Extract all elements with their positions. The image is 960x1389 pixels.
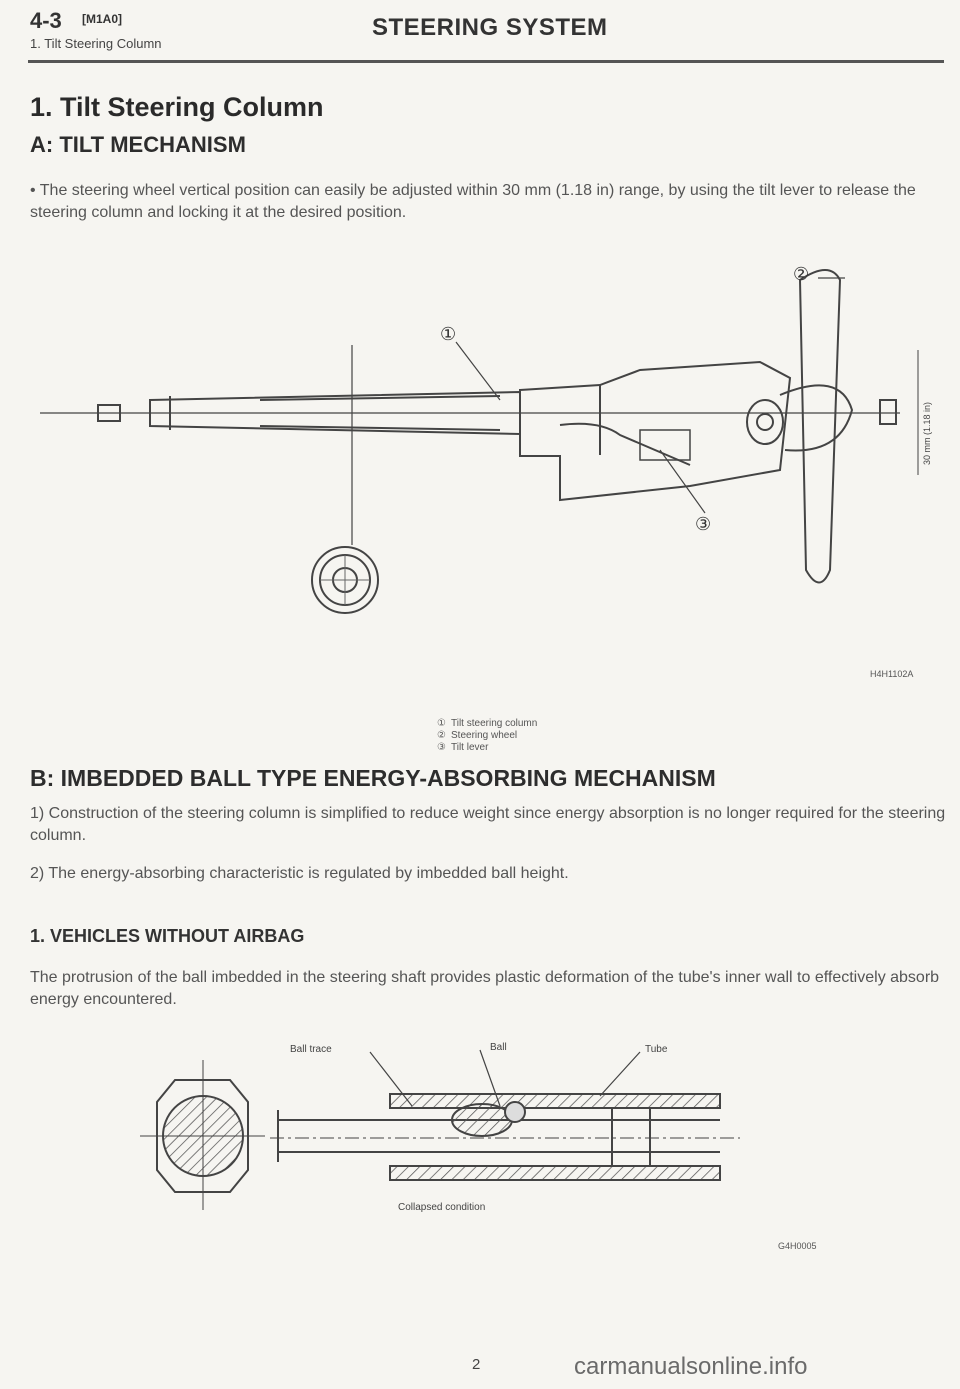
figure-b-code: G4H0005 (778, 1241, 817, 1251)
callout-3: ③ (695, 514, 711, 534)
section-b-item-1: 1) Construction of the steering column i… (30, 805, 946, 844)
watermark: carmanualsonline.info (574, 1353, 808, 1380)
section-a-text: The steering wheel vertical position can… (30, 182, 916, 221)
section-a-heading: A: TILT MECHANISM (30, 132, 246, 157)
callout-2: ② (793, 264, 809, 284)
legend-text: Steering wheel (451, 730, 518, 741)
header-rule (28, 60, 944, 63)
legend-item: ③ Tilt lever (437, 742, 537, 754)
ball-mechanism-figure: Ball trace Ball Tube Collapsed condition (140, 1042, 740, 1213)
tube-label: Tube (645, 1044, 668, 1055)
section-b-item-2: 2) The energy-absorbing characteristic i… (30, 865, 569, 882)
collapsed-caption: Collapsed condition (398, 1202, 485, 1213)
legend-num: ③ (437, 742, 446, 753)
section-b-heading: B: IMBEDDED BALL TYPE ENERGY-ABSORBING M… (30, 765, 716, 791)
section-a-paragraph: • The steering wheel vertical position c… (30, 180, 950, 224)
page-number: 2 (472, 1356, 481, 1373)
tilt-mechanism-figure: ① ② ③ 30 mm (1.18 in) (40, 264, 932, 614)
header-code: [M1A0] (82, 12, 123, 26)
section-c-heading: 1. VEHICLES WITHOUT AIRBAG (30, 926, 305, 946)
page-title: 1. Tilt Steering Column (30, 92, 324, 122)
bullet-icon: • (30, 182, 36, 199)
header-section-number: 4-3 (30, 8, 62, 33)
dimension-label: 30 mm (1.18 in) (922, 402, 932, 465)
ball-trace-label: Ball trace (290, 1044, 332, 1055)
figure-a-code: H4H1102A (870, 669, 914, 679)
legend-text: Tilt lever (451, 742, 489, 753)
section-c-paragraph: The protrusion of the ball imbedded in t… (30, 969, 940, 1008)
legend-item: ② Steering wheel (437, 730, 537, 742)
legend-text: Tilt steering column (451, 718, 538, 729)
header-subsection: 1. Tilt Steering Column (30, 36, 162, 51)
ball-label: Ball (490, 1042, 507, 1053)
header-title: STEERING SYSTEM (372, 14, 608, 41)
legend-item: ① Tilt steering column (437, 718, 537, 730)
legend-num: ② (437, 730, 446, 741)
callout-1: ① (440, 324, 456, 344)
legend-num: ① (437, 718, 446, 729)
